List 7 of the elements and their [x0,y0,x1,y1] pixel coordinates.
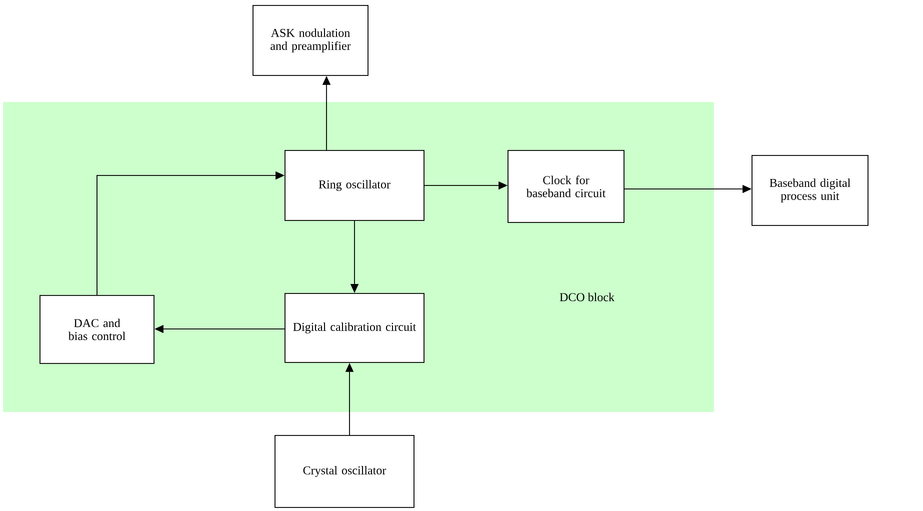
block-box: Ring oscillator [284,150,424,221]
block-box: ASK nodulation and preamplifier [252,5,368,76]
block-box: DAC and bias control [40,295,154,364]
block-box: Clock for baseband circuit [508,150,624,223]
block-box: Crystal oscillator [274,435,414,508]
block-box: Baseband digital process unit [752,155,868,226]
block-box: Digital calibration circuit [284,293,424,363]
